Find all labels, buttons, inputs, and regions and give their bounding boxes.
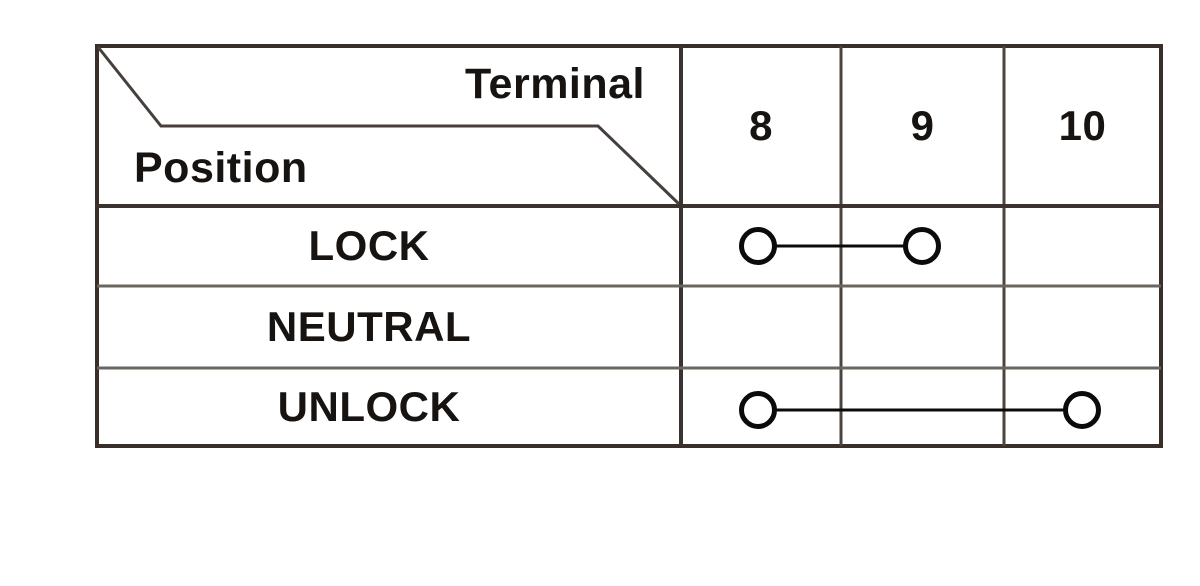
row-label-neutral: NEUTRAL [266, 303, 472, 350]
row-label-unlock: UNLOCK [277, 383, 461, 430]
position-header-label: Position [134, 144, 308, 192]
terminal-circle-icon [903, 227, 941, 265]
terminal-header-label: Terminal [464, 60, 645, 108]
column-header-terminal-9: 9 [910, 102, 935, 149]
terminal-circle-icon [739, 227, 777, 265]
column-header-terminal-10: 10 [1058, 102, 1107, 149]
terminal-circle-icon [739, 391, 777, 429]
terminal-circle-icon [1063, 391, 1101, 429]
corner-diagonal-divider [96, 46, 681, 206]
table-outer-border [95, 44, 1163, 448]
continuity-symbols [739, 227, 1101, 429]
row-label-lock: LOCK [308, 222, 430, 269]
column-header-terminal-8: 8 [749, 102, 773, 149]
